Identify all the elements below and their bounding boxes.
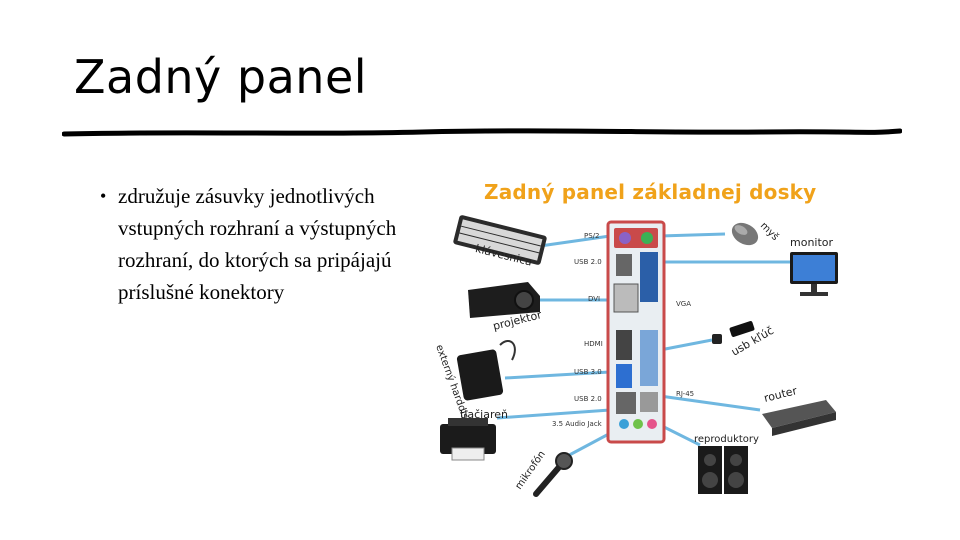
router-icon: router [762, 384, 836, 436]
port-label-rj45: RJ-45 [676, 390, 694, 398]
bullet-text: združuje zásuvky jednotlivých vstupných … [118, 184, 397, 304]
port-label-usb2-top: USB 2.0 [574, 258, 602, 266]
label-mouse: myš [758, 220, 781, 243]
usb-key-icon: usb kľúč [712, 321, 776, 359]
keyboard-icon: klávesnica [453, 215, 547, 269]
figure-title: Zadný panel základnej dosky [484, 180, 817, 204]
port-label-dvi: DVI [588, 295, 600, 303]
label-router: router [763, 384, 799, 405]
projector-icon: projektor [468, 282, 543, 333]
monitor-icon: monitor [790, 236, 838, 296]
label-printer: tlačiareň [460, 408, 508, 421]
slide-title: Zadný panel [74, 50, 368, 104]
mouse-icon: myš [731, 220, 781, 246]
port-label-usb2-bottom: USB 2.0 [574, 395, 602, 403]
title-divider [62, 128, 902, 137]
printer-icon: tlačiareň [440, 408, 508, 461]
port-label-vga: VGA [676, 300, 691, 308]
label-monitor: monitor [790, 236, 834, 249]
port-label-ps2: PS/2 [584, 232, 599, 240]
port-label-audio: 3.5 Audio Jack [552, 420, 603, 428]
io-panel [606, 220, 666, 444]
speakers-icon: reproduktory [694, 434, 759, 494]
microphone-icon: mikrofón [513, 449, 573, 497]
label-speakers: reproduktory [694, 434, 759, 445]
port-label-usb3: USB 3.0 [574, 368, 602, 376]
port-label-hdmi: HDMI [584, 340, 603, 348]
bullet-item: • združuje zásuvky jednotlivých vstupnýc… [100, 180, 420, 308]
port-labels: PS/2 USB 2.0 DVI HDMI USB 3.0 USB 2.0 3.… [552, 232, 694, 428]
connector-lines [496, 232, 790, 462]
bullet-marker: • [100, 186, 107, 206]
